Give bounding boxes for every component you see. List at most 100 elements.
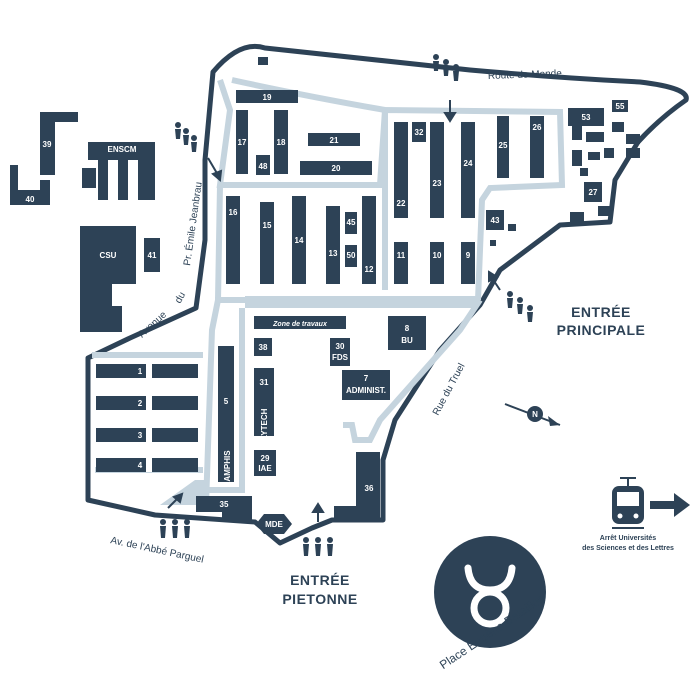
place-eugene-bataillon[interactable] — [434, 536, 546, 648]
building-2-gap — [146, 396, 152, 410]
building-small-43b — [508, 224, 516, 231]
building-27[interactable] — [584, 182, 602, 202]
building-15[interactable] — [260, 202, 274, 284]
building-32[interactable] — [412, 122, 426, 142]
building-12[interactable] — [362, 196, 376, 284]
building-24[interactable] — [461, 122, 475, 218]
building-small-27b — [598, 206, 610, 216]
building-20[interactable] — [300, 161, 372, 175]
building-38[interactable] — [254, 338, 272, 356]
building-30-label: 30 — [336, 342, 345, 351]
entree-principale-line1: ENTRÉE — [571, 304, 631, 320]
building-14-label: 14 — [295, 236, 304, 245]
tram-stop-line2: des Sciences et des Lettres — [582, 545, 674, 552]
building-8[interactable] — [388, 316, 426, 350]
pedestrian-icon — [433, 54, 459, 81]
building-26[interactable] — [530, 116, 544, 178]
building-43-label: 43 — [491, 216, 500, 225]
pedestrian-icon — [507, 291, 533, 322]
building-mde-label: MDE — [265, 520, 283, 529]
building-18-label: 18 — [277, 138, 286, 147]
building-21[interactable] — [308, 133, 360, 146]
road-du: du — [173, 290, 188, 305]
building-16-label: 16 — [229, 208, 238, 217]
pedestrian-icon — [175, 122, 197, 152]
building-22[interactable] — [394, 122, 408, 218]
building-13-label: 13 — [329, 249, 338, 258]
building-36[interactable] — [334, 452, 380, 522]
building-small-53b — [586, 132, 604, 142]
building-1-gap — [146, 364, 152, 378]
building-39[interactable] — [40, 112, 78, 175]
building-35[interactable] — [196, 496, 252, 512]
entree-pietonne-line2: PIETONNE — [282, 591, 357, 607]
building-amphis-label: AMPHIS — [223, 450, 232, 482]
building-10[interactable] — [430, 242, 444, 284]
building-7[interactable] — [342, 370, 390, 400]
building-31-sublabel: POLYTECH — [260, 408, 269, 451]
building-11[interactable] — [394, 242, 408, 284]
building-16[interactable] — [226, 196, 240, 284]
building-12-label: 12 — [365, 265, 374, 274]
road-route-de-mende: Route de Mende — [488, 68, 563, 82]
building-21-label: 21 — [330, 136, 339, 145]
building-19[interactable] — [236, 90, 298, 103]
road-abbe-parguel: Av. de l'Abbé Parguel — [109, 535, 204, 565]
building-13[interactable] — [326, 206, 340, 284]
building-55[interactable] — [612, 100, 628, 112]
building-32-label: 32 — [415, 128, 424, 137]
building-48-label: 48 — [259, 162, 268, 171]
building-small-53e — [626, 148, 640, 158]
building-30[interactable] — [330, 338, 350, 366]
building-22-label: 22 — [397, 199, 406, 208]
building-26-label: 26 — [533, 123, 542, 132]
building-enscm-label: ENSCM — [108, 145, 137, 154]
building-amphis[interactable] — [218, 346, 234, 482]
road-rue-du-truel: Rue du Truel — [431, 362, 468, 418]
building-53-label: 53 — [582, 113, 591, 122]
building-mde[interactable] — [256, 514, 292, 534]
building-10-label: 10 — [433, 251, 442, 260]
building-40-label: 40 — [26, 195, 35, 204]
building-41[interactable] — [144, 238, 160, 272]
building-23-label: 23 — [433, 179, 442, 188]
building-18[interactable] — [274, 110, 288, 174]
entry-arrow-icon — [167, 100, 501, 522]
building-2-label: 2 — [138, 399, 143, 408]
building-48[interactable] — [256, 155, 270, 175]
building-9-label: 9 — [466, 251, 471, 260]
building-45[interactable] — [345, 212, 357, 234]
building-small-53a — [572, 126, 582, 140]
building-csu[interactable] — [80, 226, 136, 332]
building-1-label: 1 — [138, 367, 143, 376]
tram-icon — [612, 477, 644, 529]
building-17[interactable] — [236, 110, 248, 174]
building-25[interactable] — [497, 116, 509, 178]
building-31-label: 31 — [260, 378, 269, 387]
building-53[interactable] — [568, 108, 604, 126]
building-small-53d — [626, 134, 640, 144]
svg-text:N: N — [532, 410, 538, 419]
building-enscm[interactable] — [88, 142, 155, 200]
building-23[interactable] — [430, 122, 444, 218]
building-29[interactable] — [254, 450, 276, 476]
building-9[interactable] — [461, 242, 475, 284]
building-small-53c — [612, 122, 624, 132]
building-small-27a — [570, 212, 584, 222]
building-4-label: 4 — [138, 461, 143, 470]
building-enscm-annex — [82, 168, 96, 188]
building-40[interactable] — [10, 165, 50, 205]
zone-de-travaux[interactable] — [254, 316, 346, 329]
building-24-label: 24 — [464, 159, 473, 168]
building-19-label: 19 — [263, 93, 272, 102]
entree-principale-line2: PRINCIPALE — [557, 322, 646, 338]
building-3-label: 3 — [138, 431, 143, 440]
building-31[interactable] — [254, 368, 274, 436]
building-small-top — [258, 57, 268, 65]
pedestrian-icon — [160, 519, 190, 538]
building-30-sublabel: FDS — [332, 353, 349, 362]
building-43[interactable] — [486, 210, 504, 230]
building-14[interactable] — [292, 196, 306, 284]
building-50[interactable] — [345, 245, 357, 267]
